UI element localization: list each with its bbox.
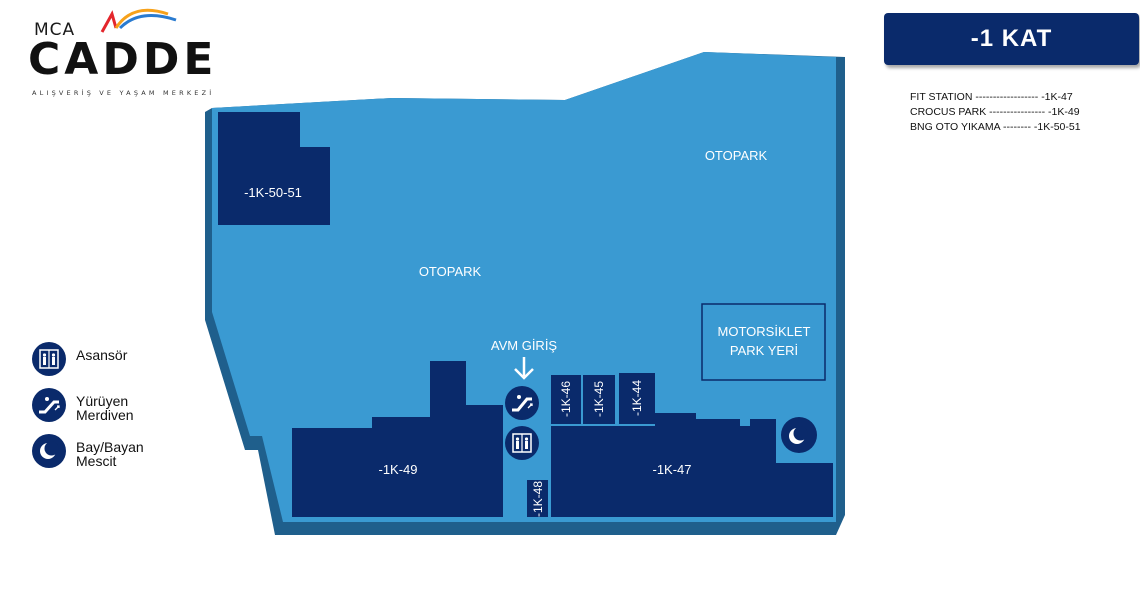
unit-label-1k-47: -1K-47: [652, 462, 691, 477]
mall-logo: MCA CADDE ALIŞVERİŞ VE YAŞAM MERKEZİ: [28, 4, 213, 99]
unit-label-1k-50-51: -1K-50-51: [244, 185, 302, 200]
logo-tagline: ALIŞVERİŞ VE YAŞAM MERKEZİ: [32, 89, 215, 97]
unit-1k-48[interactable]: [527, 480, 548, 517]
logo-swoosh-icon: [100, 8, 177, 33]
unit-label-1k-48: -1K-48: [531, 481, 545, 517]
map-escalator-icon[interactable]: [505, 386, 539, 420]
parking-label-main: OTOPARK: [419, 264, 482, 279]
legend-item-escalator: Yürüyen Merdiven: [32, 388, 192, 434]
store-entry-crocus-park: CROCUS PARK ---------------- -1K-49: [910, 106, 1080, 118]
logo-brand-main: CADDE: [28, 34, 218, 85]
unit-1k-47[interactable]: [551, 413, 833, 517]
unit-1k-46[interactable]: [551, 375, 581, 424]
elevator-icon: [32, 342, 66, 376]
motorcycle-parking-area: [701, 303, 826, 381]
map-floor: [212, 52, 836, 522]
legend-item-prayer-room: Bay/Bayan Mescit: [32, 434, 192, 480]
store-entry-bng-oto-yikama: BNG OTO YIKAMA -------- -1K-50-51: [910, 121, 1081, 133]
unit-label-1k-45: -1K-45: [592, 381, 606, 417]
store-directory: FIT STATION ------------------ -1K-47 CR…: [910, 90, 1130, 135]
legend-label-prayer-room: Bay/Bayan Mescit: [76, 439, 144, 469]
legend-item-elevator: Asansör: [32, 342, 192, 388]
map-legend: Asansör Yürüyen Merdiven Bay/Bayan Mesci…: [32, 342, 192, 480]
escalator-icon: [32, 388, 66, 422]
entrance-label: AVM GİRİŞ: [491, 338, 558, 353]
logo-brand-small: MCA: [34, 20, 76, 40]
map-elevator-icon[interactable]: [505, 426, 539, 460]
unit-1k-45[interactable]: [583, 375, 615, 424]
legend-label-elevator: Asansör: [76, 347, 128, 363]
floor-title-box: -1 KAT: [884, 13, 1139, 65]
unit-label-1k-44: -1K-44: [630, 380, 644, 416]
floor-title: -1 KAT: [970, 25, 1053, 52]
unit-1k-44[interactable]: [619, 373, 655, 424]
unit-label-1k-46: -1K-46: [559, 381, 573, 417]
crescent-moon-icon: [32, 434, 66, 468]
unit-1k-50-51[interactable]: [218, 112, 330, 225]
entrance-arrow-icon: [514, 357, 534, 380]
parking-label-top: OTOPARK: [705, 148, 768, 163]
unit-1k-49[interactable]: [292, 361, 503, 517]
store-entry-fit-station: FIT STATION ------------------ -1K-47: [910, 91, 1073, 103]
map-prayer-room-icon[interactable]: [781, 417, 817, 453]
unit-label-1k-49: -1K-49: [378, 462, 417, 477]
motorcycle-label-line1: MOTORSİKLET: [718, 324, 811, 339]
motorcycle-label-line2: PARK YERİ: [730, 343, 798, 358]
legend-label-escalator: Yürüyen Merdiven: [76, 393, 134, 423]
